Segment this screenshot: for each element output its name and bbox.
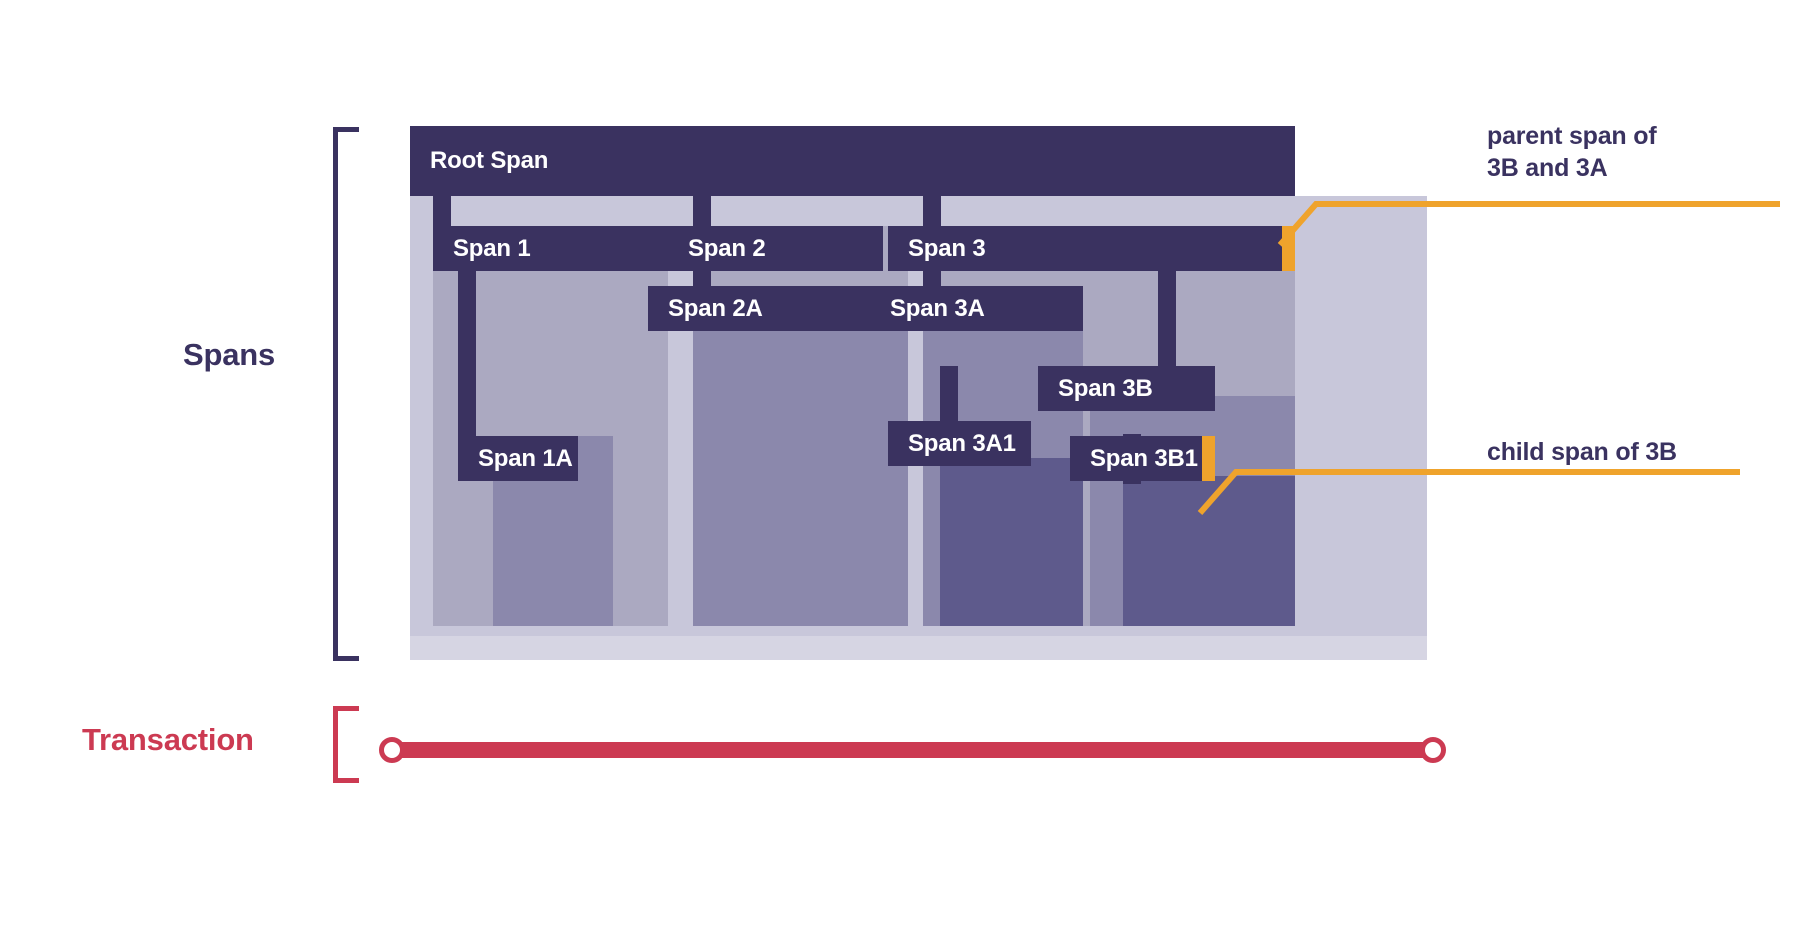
span-bar-span-3a1-label: Span 3A1 [908, 429, 1016, 457]
span-bar-span-3b1[interactable]: Span 3B1 [1070, 436, 1215, 481]
spans-bracket [333, 127, 359, 661]
span-2a-body [693, 326, 908, 626]
transaction-start-marker [379, 737, 405, 763]
span-bar-span-2[interactable]: Span 2 [668, 226, 883, 271]
transaction-duration-bar [390, 742, 1430, 758]
span-bar-span-2-label: Span 2 [688, 234, 766, 262]
span-bar-span-3b[interactable]: Span 3B [1038, 366, 1215, 411]
span-bar-span-3a[interactable]: Span 3A [870, 286, 1083, 331]
span-bar-span-3b-label: Span 3B [1058, 374, 1153, 402]
highlight-tick-span-3b1 [1202, 436, 1215, 481]
span-waterfall: Root Span Span 1 Span 1A Span 2 Span 2A … [410, 126, 1427, 660]
transaction-end-marker [1420, 737, 1446, 763]
callout-parent-leader-line [1277, 201, 1780, 247]
span-bar-span-3a1[interactable]: Span 3A1 [888, 421, 1031, 466]
span-bar-span-1a-label: Span 1A [478, 444, 573, 472]
span-bar-span-1a[interactable]: Span 1A [458, 436, 578, 481]
connector-span-1-to-1a [458, 266, 476, 441]
transaction-bracket [333, 706, 359, 783]
span-bar-span-2a[interactable]: Span 2A [648, 286, 883, 331]
span-bar-span-3-label: Span 3 [908, 234, 986, 262]
transaction-axis-label: Transaction [82, 722, 254, 757]
callout-parent-span-text: parent span of 3B and 3A [1487, 122, 1657, 182]
callout-child-leader-line [1197, 469, 1740, 515]
span-bar-root-label: Root Span [430, 147, 549, 174]
span-bar-root[interactable]: Root Span [410, 126, 1295, 196]
span-bar-span-1-label: Span 1 [453, 234, 531, 262]
span-3a1-body [940, 458, 1083, 626]
span-bar-span-3a-label: Span 3A [890, 294, 985, 322]
span-bar-span-1[interactable]: Span 1 [433, 226, 668, 271]
span-bar-span-3[interactable]: Span 3 [888, 226, 1295, 271]
spans-axis-label: Spans [183, 337, 276, 372]
span-bar-span-3b1-label: Span 3B1 [1090, 444, 1198, 472]
span-bar-span-2a-label: Span 2A [668, 294, 763, 322]
callout-child-span-text: child span of 3B [1487, 438, 1677, 466]
